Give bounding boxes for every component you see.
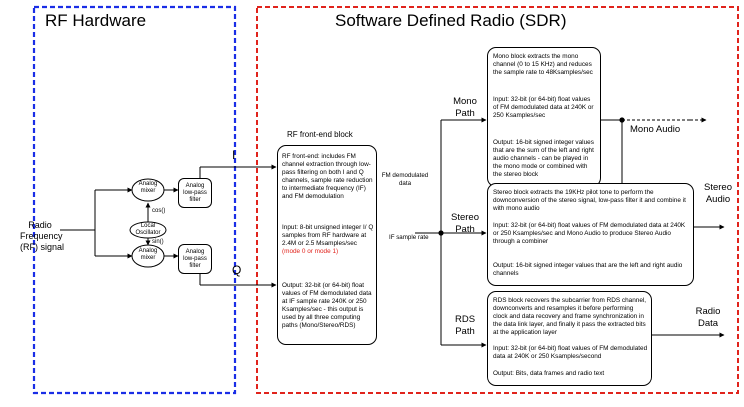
frontend-heading: RF front-end block: [287, 130, 353, 139]
frontend-mode: (mode 0 or mode 1): [282, 248, 339, 255]
if-sample-rate-label: IF sample rate: [389, 234, 429, 241]
mono-audio-label: Mono Audio: [630, 124, 681, 135]
stereo-block: Stereo block extracts the 19KHz pilot to…: [487, 183, 694, 286]
sdr-wiring: [415, 117, 725, 348]
stereo-input: Input: 32-bit (or 64-bit) float values o…: [493, 222, 686, 245]
rf-signal-label: Radio Frequency (RF) signal: [20, 220, 65, 252]
frontend-output: Output: 32-bit (or 64-bit) float values …: [282, 282, 372, 329]
local-oscillator: [129, 221, 167, 239]
stereo-output: Output: 16-bit signed integer values tha…: [493, 262, 683, 277]
sin-label: sin(): [152, 239, 164, 245]
mono-output: Output: 16-bit signed integer values tha…: [493, 139, 594, 178]
q-label: Q: [232, 263, 242, 277]
rds-block: RDS block recovers the subcarrier from R…: [487, 291, 652, 386]
sdr-title: Software Defined Radio (SDR): [335, 11, 567, 30]
rds-input: Input: 32-bit (or 64-bit) float values o…: [493, 345, 648, 360]
mono-input: Input: 32-bit (or 64-bit) float values o…: [493, 96, 594, 119]
rf-input-wiring: [60, 164, 277, 288]
analog-mixer-top: [131, 178, 165, 202]
i-label: I: [232, 148, 236, 162]
rds-desc: RDS block recovers the subcarrier from R…: [493, 297, 647, 336]
rf-hardware-region: [32, 5, 237, 395]
mono-block: Mono block extracts the mono channel (0 …: [487, 47, 601, 187]
sdr-region: [256, 6, 739, 394]
frontend-input: Input: 8-bit unsigned integer I/ Q sampl…: [282, 224, 374, 255]
cos-label: cos(): [152, 208, 166, 214]
mono-desc: Mono block extracts the mono channel (0 …: [493, 53, 593, 76]
stereo-desc: Stereo block extracts the 19KHz pilot to…: [493, 189, 686, 212]
frontend-desc: RF front-end: includes FM channel extrac…: [282, 153, 373, 200]
frontend-block: RF front-end: includes FM channel extrac…: [277, 145, 377, 345]
rf-hardware-title: RF Hardware: [45, 11, 147, 30]
analog-mixer-bottom: [131, 244, 165, 268]
rds-output: Output: Bits, data frames and radio text: [493, 370, 605, 377]
